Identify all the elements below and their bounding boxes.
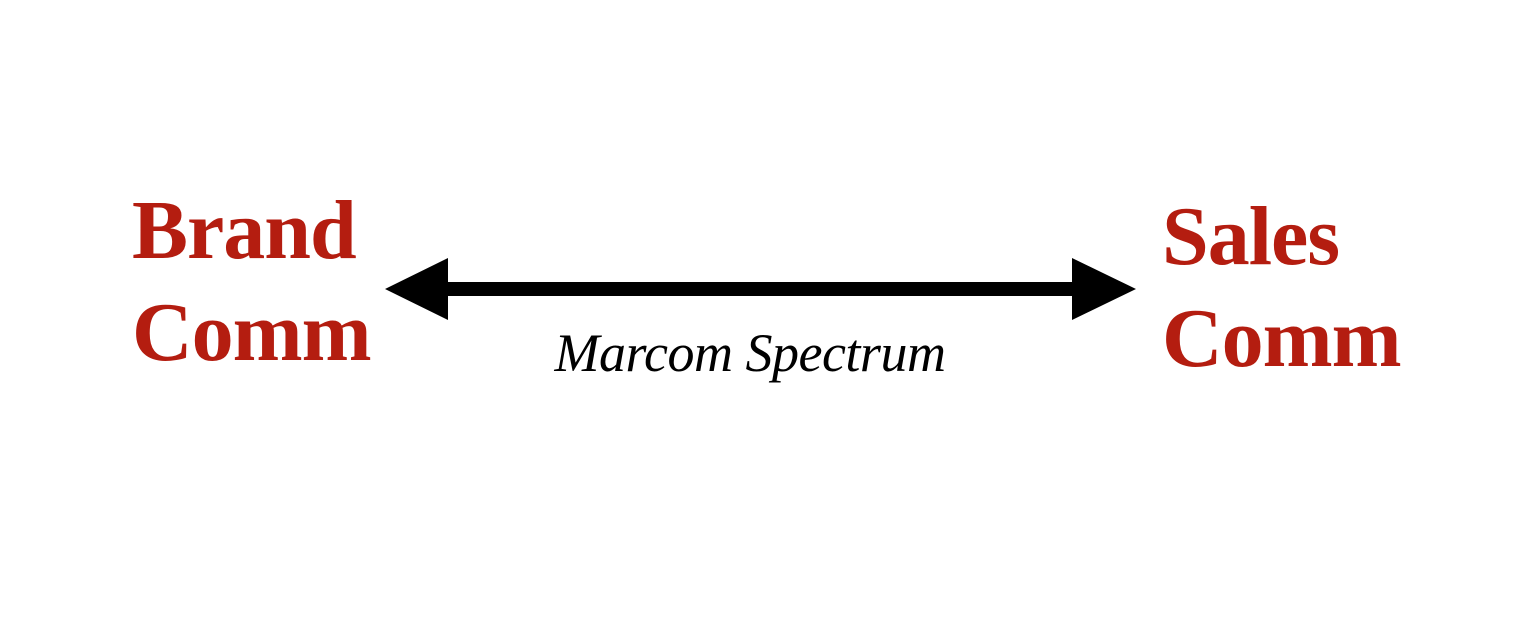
spectrum-label: Marcom Spectrum (554, 323, 946, 383)
sales-comm-line2: Comm (1162, 292, 1402, 385)
arrow-head-right (1072, 258, 1136, 320)
sales-comm-line1: Sales (1162, 190, 1340, 283)
brand-comm-endpoint: Brand Comm (132, 180, 372, 384)
brand-comm-line2: Comm (132, 286, 372, 379)
double-headed-arrow-icon (385, 258, 1136, 320)
arrow-head-left (385, 258, 448, 320)
brand-comm-line1: Brand (132, 184, 357, 277)
sales-comm-endpoint: Sales Comm (1162, 186, 1402, 390)
